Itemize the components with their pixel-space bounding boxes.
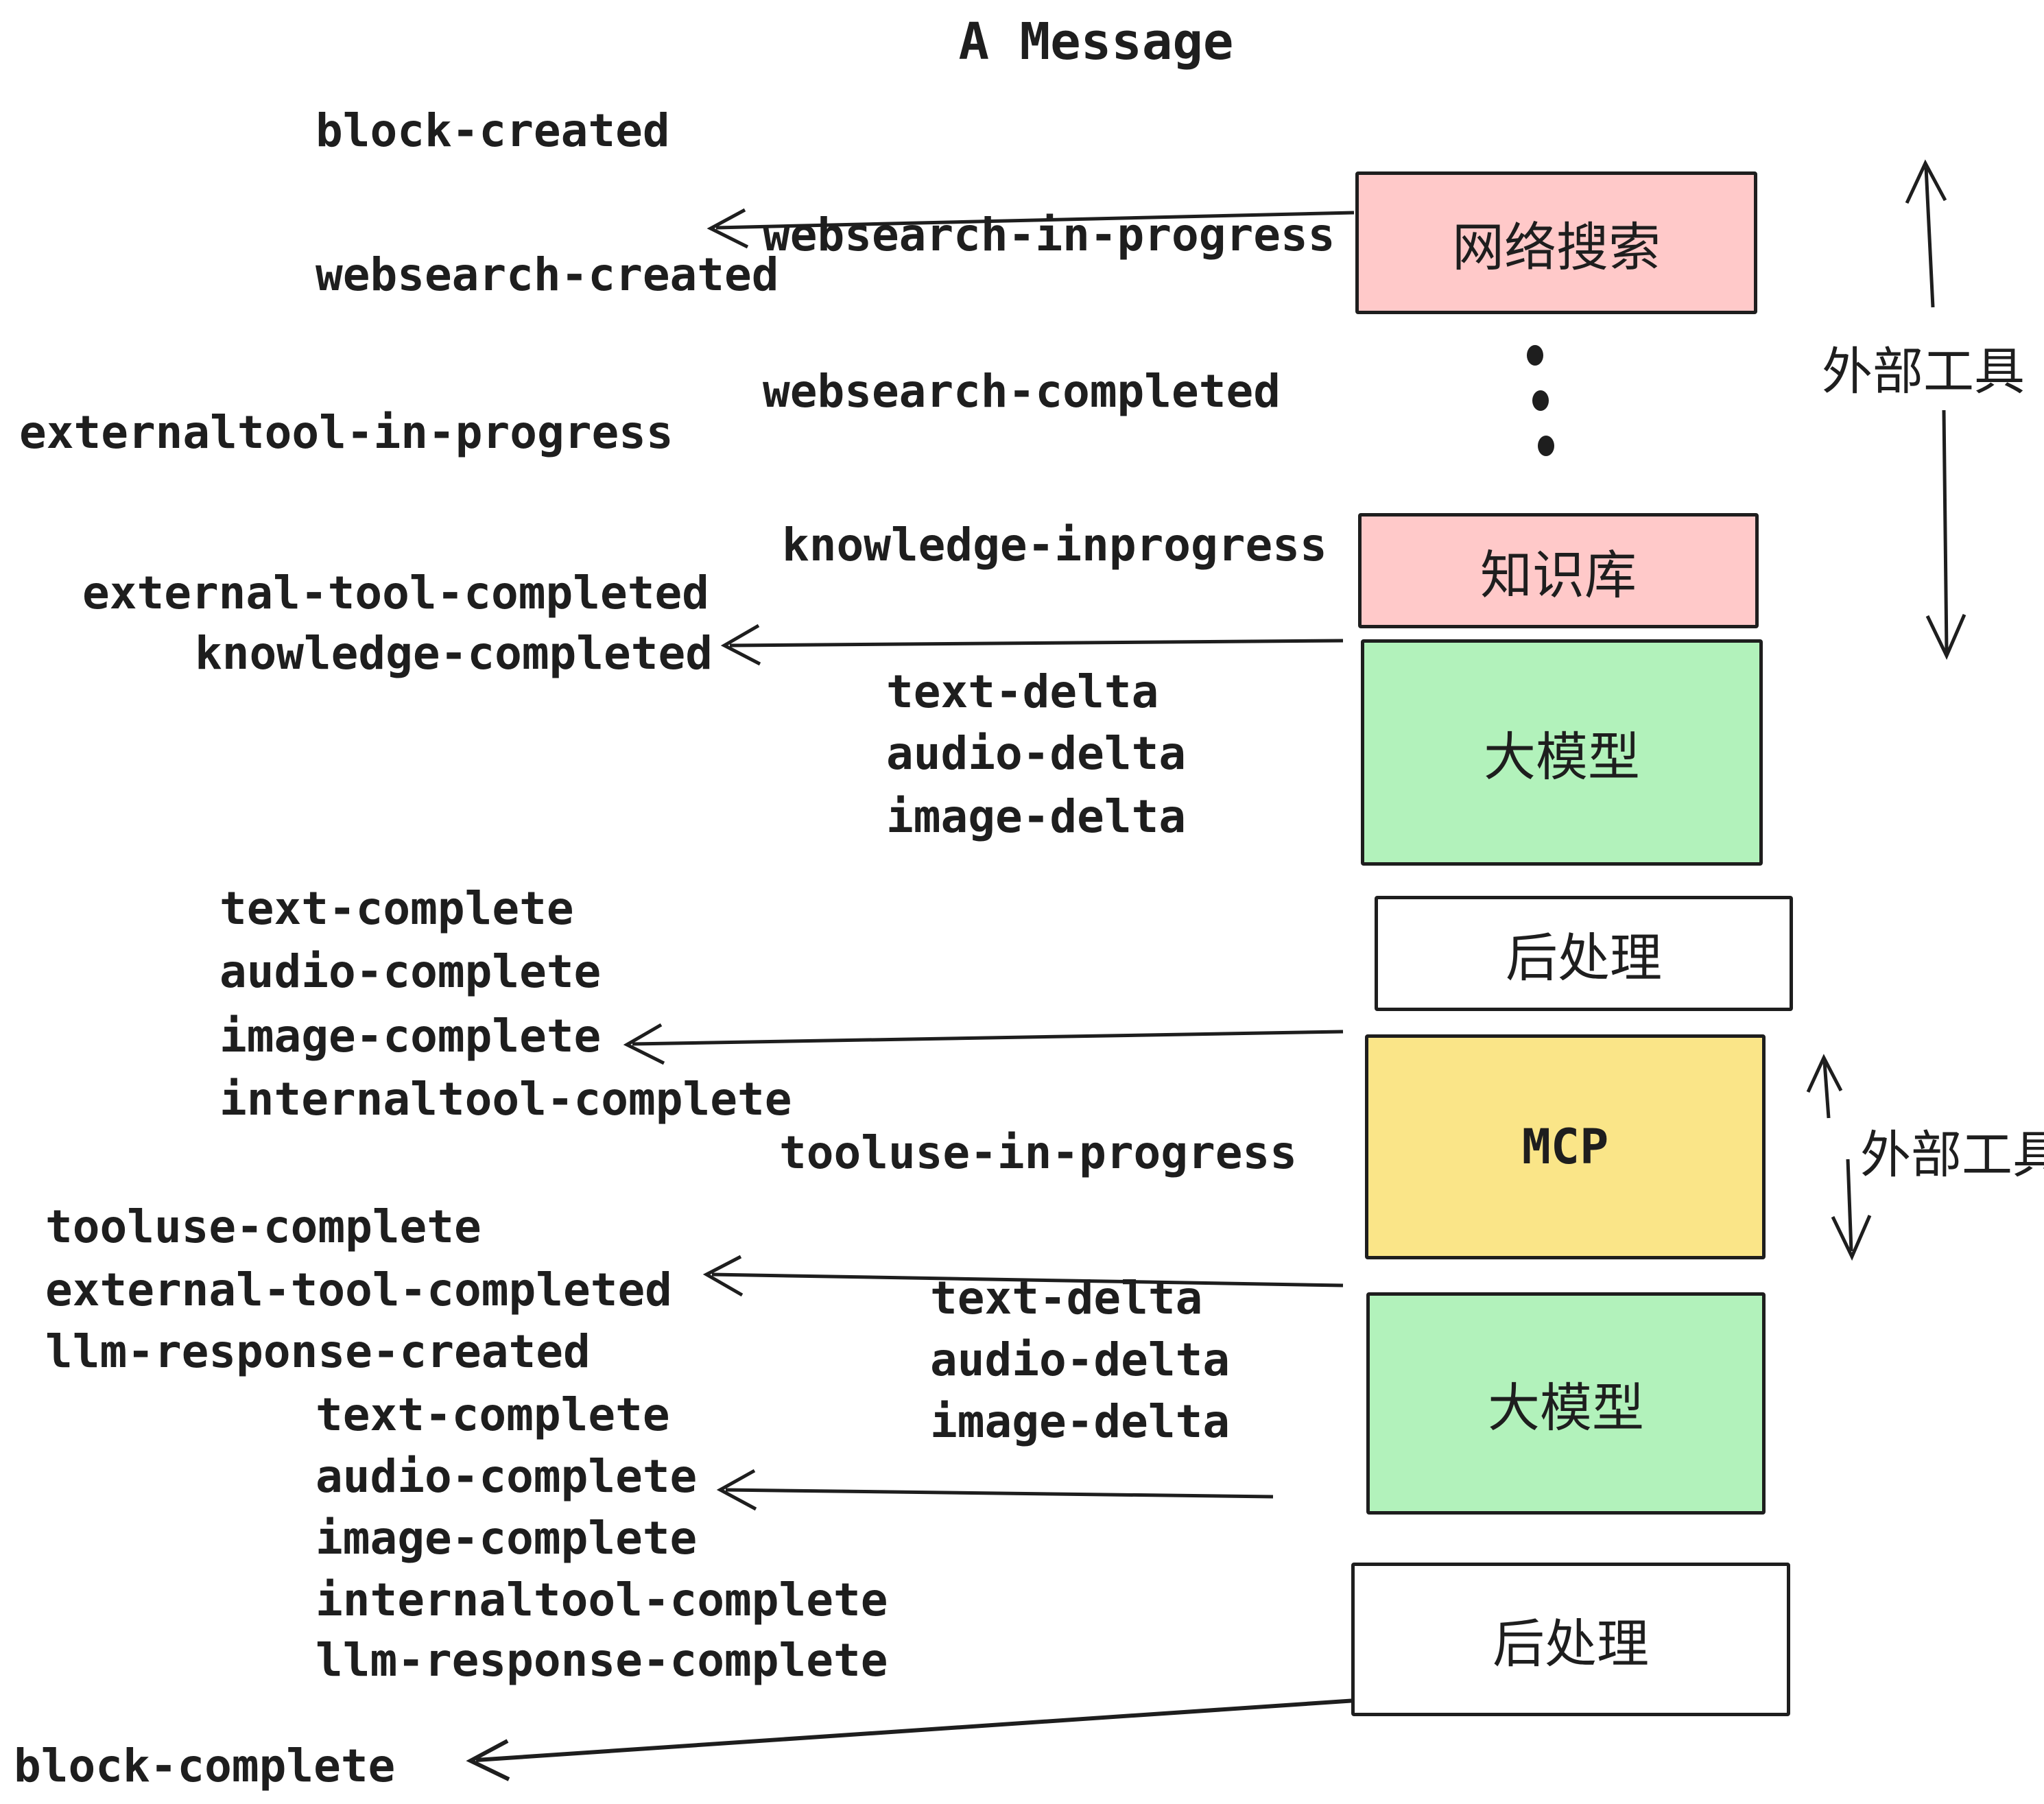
- event-knowledge-inprogress: knowledge-inprogress: [782, 519, 1327, 571]
- knowledge-box-label: 知识库: [1480, 547, 1637, 605]
- arrow-to-knowledge-completed: [720, 624, 1344, 666]
- event-text-delta-2: text-delta: [930, 1272, 1203, 1325]
- knowledge-box: 知识库: [1358, 513, 1759, 628]
- event-image-delta-2: image-delta: [930, 1395, 1231, 1448]
- external-tools-label-top: 外部工具: [1822, 343, 2025, 400]
- event-block-complete: block-complete: [14, 1740, 396, 1792]
- event-audio-complete-2: audio-complete: [316, 1450, 698, 1503]
- llm-box-top-label: 大模型: [1484, 728, 1640, 787]
- arrow-to-block-created: [706, 208, 1355, 249]
- event-tooluse-complete: tooluse-complete: [45, 1200, 482, 1253]
- arrow-to-block-complete: [466, 1698, 1367, 1781]
- arrow-to-tooluse-complete: [702, 1255, 1344, 1297]
- event-llm-response-complete: llm-response-complete: [316, 1634, 888, 1687]
- event-llm-response-created: llm-response-created: [45, 1325, 591, 1378]
- postprocess-box-top: 后处理: [1375, 896, 1793, 1011]
- mcp-external-tools-down-arrow-icon: [1831, 1159, 1872, 1261]
- event-image-complete-1: image-complete: [219, 1010, 602, 1063]
- external-tools-down-arrow-icon: [1925, 410, 1966, 661]
- postprocess-box-bottom: 后处理: [1351, 1563, 1790, 1716]
- event-tooluse-in-progress: tooluse-in-progress: [779, 1126, 1297, 1179]
- event-external-tool-completed-2: external-tool-completed: [45, 1263, 672, 1316]
- diagram-title: A Message: [958, 12, 1234, 71]
- event-externaltool-in-progress: externaltool-in-progress: [19, 406, 674, 459]
- event-internaltool-complete-2: internaltool-complete: [316, 1574, 888, 1626]
- websearch-box: 网络搜索: [1355, 171, 1757, 314]
- event-text-delta-1: text-delta: [886, 665, 1159, 718]
- event-websearch-completed: websearch-completed: [763, 365, 1281, 418]
- event-audio-delta-1: audio-delta: [886, 727, 1187, 780]
- event-text-complete-2: text-complete: [316, 1388, 670, 1441]
- event-block-created: block-created: [316, 104, 670, 157]
- event-websearch-in-progress: websearch-in-progress: [763, 209, 1335, 261]
- event-websearch-created: websearch-created: [316, 248, 779, 301]
- event-internaltool-complete-1: internaltool-complete: [219, 1073, 792, 1126]
- postprocess-box-bottom-label: 后处理: [1493, 1615, 1649, 1674]
- llm-box-bottom: 大模型: [1366, 1292, 1766, 1515]
- mcp-external-tools-up-arrow-icon: [1806, 1054, 1843, 1119]
- event-external-tool-completed-1: external-tool-completed: [82, 567, 709, 619]
- event-text-complete-1: text-complete: [219, 882, 574, 935]
- llm-box-bottom-label: 大模型: [1488, 1379, 1644, 1438]
- ellipsis-dots: [1527, 345, 1554, 456]
- event-audio-complete-1: audio-complete: [219, 945, 602, 998]
- postprocess-box-top-label: 后处理: [1506, 929, 1662, 988]
- event-knowledge-completed: knowledge-completed: [195, 627, 713, 680]
- mcp-box: MCP: [1365, 1034, 1766, 1259]
- arrow-to-image-complete: [623, 1023, 1344, 1065]
- event-image-delta-1: image-delta: [886, 790, 1187, 843]
- llm-box-top: 大模型: [1361, 639, 1763, 866]
- event-audio-delta-2: audio-delta: [930, 1333, 1231, 1386]
- mcp-box-label: MCP: [1521, 1119, 1609, 1175]
- external-tools-up-arrow-icon: [1905, 159, 1947, 308]
- arrow-to-audio-complete: [716, 1469, 1274, 1511]
- websearch-box-label: 网络搜索: [1452, 219, 1661, 277]
- external-tools-label-mcp: 外部工具: [1860, 1126, 2044, 1183]
- event-image-complete-2: image-complete: [316, 1512, 698, 1565]
